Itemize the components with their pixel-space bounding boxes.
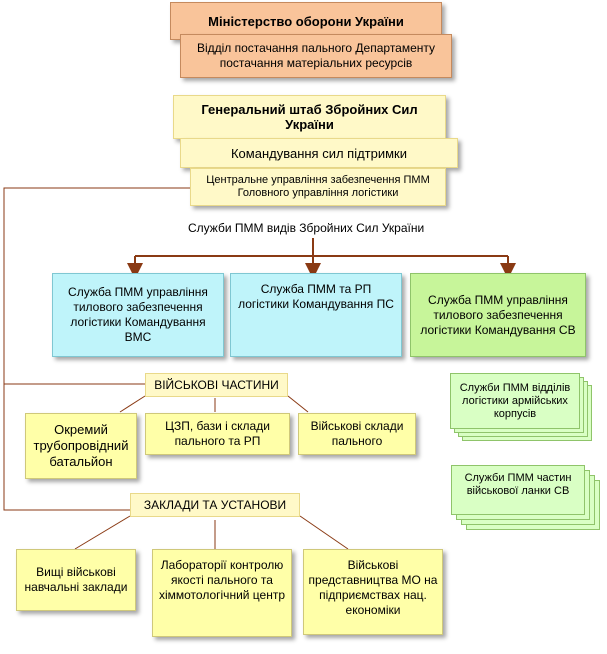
left-bracket-line [3,187,190,511]
ministry-label: Міністерство оборони України [208,13,404,29]
military-units-label: ВІЙСЬКОВІ ЧАСТИНИ [154,377,279,392]
institutions-label: ЗАКЛАДИ ТА УСТАНОВИ [143,497,287,512]
general-staff-label: Генеральний штаб Збройних Сил України [201,102,418,132]
pipeline-battalion-label: Окремий трубопровідний батальйон [33,422,129,469]
fuel-department-label: Відділ постачання пального Департаменту … [196,41,436,70]
services-label: Служби ПММ видів Збройних Сил України [188,221,425,235]
representations-label: Військові представництва МО на підприємс… [308,558,438,617]
unit-services-label: Служби ПММ частин військової ланки СВ [464,472,572,497]
services-arrows [127,238,516,279]
support-command-box: Командування сил підтримки [180,138,458,168]
navy-service-box: Служба ПММ управління тилового забезпече… [52,273,224,357]
air-force-service-box: Служба ПММ та РП логістики Командування … [230,273,402,357]
laboratories-box: Лабораторії контролю якості пального та … [152,549,292,637]
institutions-branches [74,515,349,550]
corps-services-box: Служби ПММ відділів логістики армійських… [450,373,580,429]
central-bases-label: ЦЗП, бази і склади пального та РП [165,419,270,448]
military-units-header: ВІЙСЬКОВІ ЧАСТИНИ [145,373,288,397]
higher-schools-box: Вищі військові навчальні заклади [16,549,136,611]
central-directorate-box: Центральне управління забезпечення ПММ Г… [190,168,446,206]
army-service-box: Служба ПММ управління тилового забезпече… [410,273,586,357]
support-command-label: Командування сил підтримки [230,145,408,161]
navy-service-label: Служба ПММ управління тилового забезпече… [68,285,208,344]
air-force-service-label: Служба ПММ та РП логістики Командування … [238,282,394,311]
laboratories-label: Лабораторії контролю якості пального та … [158,558,286,602]
army-service-label: Служба ПММ управління тилового забезпече… [420,292,576,337]
military-units-branches [119,395,309,413]
fuel-depots-label: Військові склади пального [310,419,404,448]
central-directorate-label: Центральне управління забезпечення ПММ Г… [206,174,430,199]
pipeline-battalion-box: Окремий трубопровідний батальйон [25,413,137,479]
unit-services-box: Служби ПММ частин військової ланки СВ [451,465,585,515]
corps-services-label: Служби ПММ відділів логістики армійських… [459,381,571,420]
ministry-box: Міністерство оборони України [170,2,442,40]
representations-box: Військові представництва МО на підприємс… [303,549,443,635]
fuel-department-box: Відділ постачання пального Департаменту … [180,34,452,78]
central-bases-box: ЦЗП, бази і склади пального та РП [145,413,290,455]
institutions-header: ЗАКЛАДИ ТА УСТАНОВИ [130,493,300,517]
higher-schools-label: Вищі військові навчальні заклади [24,565,128,594]
general-staff-box: Генеральний штаб Збройних Сил України [173,95,446,139]
fuel-depots-box: Військові склади пального [298,413,416,455]
